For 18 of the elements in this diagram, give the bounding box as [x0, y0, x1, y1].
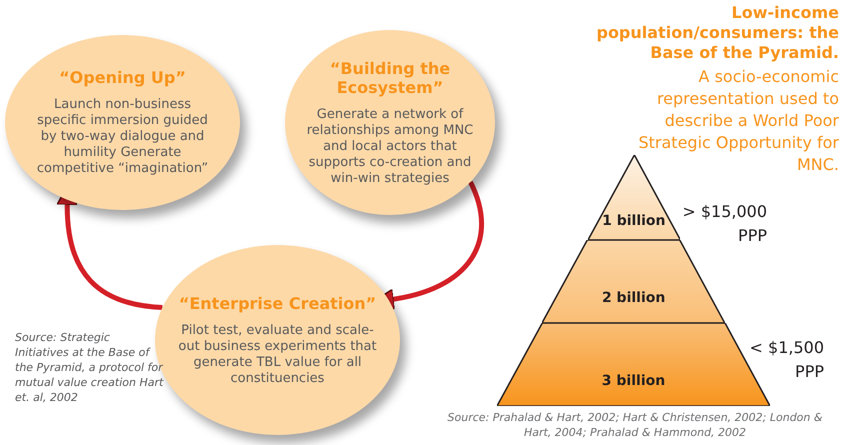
stage-description: Pilot test, evaluate and scale-out business experiments that generate TBL value for all constituencies [177, 322, 378, 386]
pyramid-tier [542, 240, 726, 323]
source-note: Source: Strategic Initiatives at the Base of the Pyramid, a protocol for mutual value creation Hart et. al, 2002 [15, 330, 165, 405]
tier-label: 3 billion [600, 373, 666, 389]
pyramid-tier [497, 323, 770, 406]
stage-description: Launch non-business specific immersion guided by two-way dialogue and humility Generate competitive “imagination” [36, 97, 210, 177]
stage-title: “Building the Ecosystem” [328, 58, 452, 96]
heading: Low-income population/consumers: the Base of the Pyramid. [595, 3, 839, 63]
stage-title: “Enterprise Creation” [178, 294, 376, 312]
stage-description: Generate a network of relationships among MNC and local actors that supports co-creation and win-win strategies [306, 106, 474, 186]
pyramid-tier [588, 155, 680, 240]
income-label: > $15,000 PPP [681, 201, 767, 247]
income-label: < $1,500 PPP [748, 337, 824, 383]
tier-label: 1 billion [601, 213, 667, 229]
stage-title: “Opening Up” [59, 68, 186, 87]
description-text: A socio-economic representation used to describe a World Poor Strategic Opportunity for MNC. [637, 66, 839, 176]
tier-label: 2 billion [600, 290, 666, 306]
source-note: Source: Prahalad & Hart, 2002; Hart & Christensen, 2002; London & Hart, 2004; Prahalad & Hammond, 2002 [446, 410, 824, 440]
